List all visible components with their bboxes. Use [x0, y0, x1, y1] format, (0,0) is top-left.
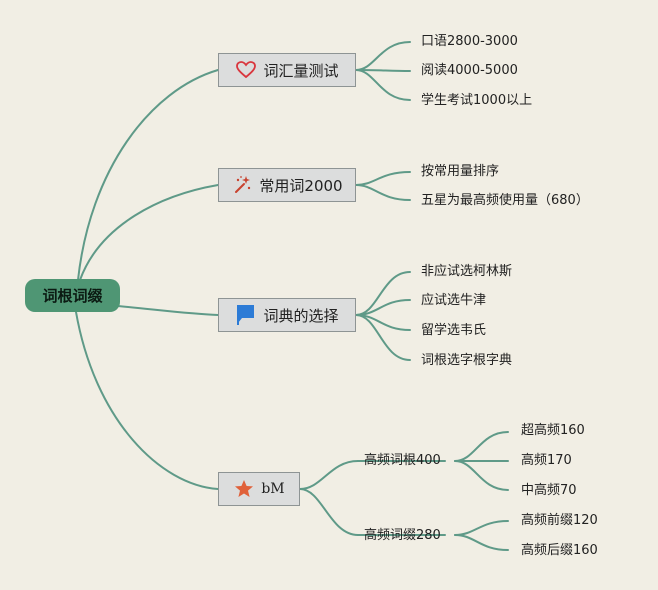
edge-b2-leaf2: [355, 184, 411, 201]
leaf-node[interactable]: 五星为最高频使用量（680）: [421, 193, 589, 208]
leaf-node[interactable]: 留学选韦氏: [421, 323, 487, 338]
edge-b3-leaf1: [355, 271, 411, 316]
edge-b1-leaf3: [355, 69, 411, 101]
branch-bm[interactable]: bM: [218, 472, 300, 506]
edge-root-b4: [75, 311, 219, 490]
subgroup-node[interactable]: 高频词缀280: [364, 528, 441, 543]
edge-b1-leaf2: [355, 69, 411, 72]
leaf-node[interactable]: 学生考试1000以上: [421, 93, 533, 108]
leaf-node[interactable]: 超高频160: [521, 423, 585, 438]
leaf-node[interactable]: 中高频70: [521, 483, 577, 498]
branch-label: 词汇量测试: [263, 61, 339, 80]
branch-vocabulary-test[interactable]: 词汇量测试: [218, 53, 356, 87]
star-icon: [233, 478, 255, 500]
edge-root-b3: [117, 305, 219, 316]
edge-sub1-leaf3: [454, 460, 509, 491]
edge-root-b2: [79, 184, 219, 281]
heart-icon: [235, 59, 257, 81]
leaf-node[interactable]: 阅读4000-5000: [421, 63, 518, 78]
magic-wand-icon: [231, 174, 253, 196]
root-node[interactable]: 词根词缀: [25, 279, 120, 312]
edge-b4-sub1: [299, 460, 359, 490]
edge-b3-leaf4: [355, 314, 411, 361]
leaf-node[interactable]: 非应试选柯林斯: [421, 264, 513, 279]
branch-label: 词典的选择: [263, 306, 339, 325]
leaf-node[interactable]: 高频170: [521, 453, 572, 468]
leaf-node[interactable]: 口语2800-3000: [421, 34, 518, 49]
branch-label: 常用词2000: [259, 176, 343, 195]
edge-root-b1: [77, 69, 219, 281]
edge-sub2-leaf1: [454, 520, 509, 536]
branch-label: bM: [261, 481, 285, 497]
leaf-node[interactable]: 高频前缀120: [521, 513, 598, 528]
leaf-node[interactable]: 应试选牛津: [421, 293, 487, 308]
root-label: 词根词缀: [42, 287, 103, 305]
edge-b4-sub2: [299, 488, 359, 536]
branch-dictionary-choice[interactable]: 词典的选择: [218, 298, 356, 332]
subgroup-node[interactable]: 高频词根400: [364, 453, 441, 468]
edge-b1-leaf1: [355, 41, 411, 71]
flag-icon: [235, 304, 257, 326]
leaf-node[interactable]: 高频后缀160: [521, 543, 598, 558]
edge-sub1-leaf1: [454, 431, 509, 462]
leaf-node[interactable]: 词根选字根字典: [421, 353, 513, 368]
edge-sub2-leaf2: [454, 534, 509, 551]
leaf-node[interactable]: 按常用量排序: [421, 164, 500, 179]
edge-b2-leaf1: [355, 171, 411, 186]
branch-common-words[interactable]: 常用词2000: [218, 168, 356, 202]
